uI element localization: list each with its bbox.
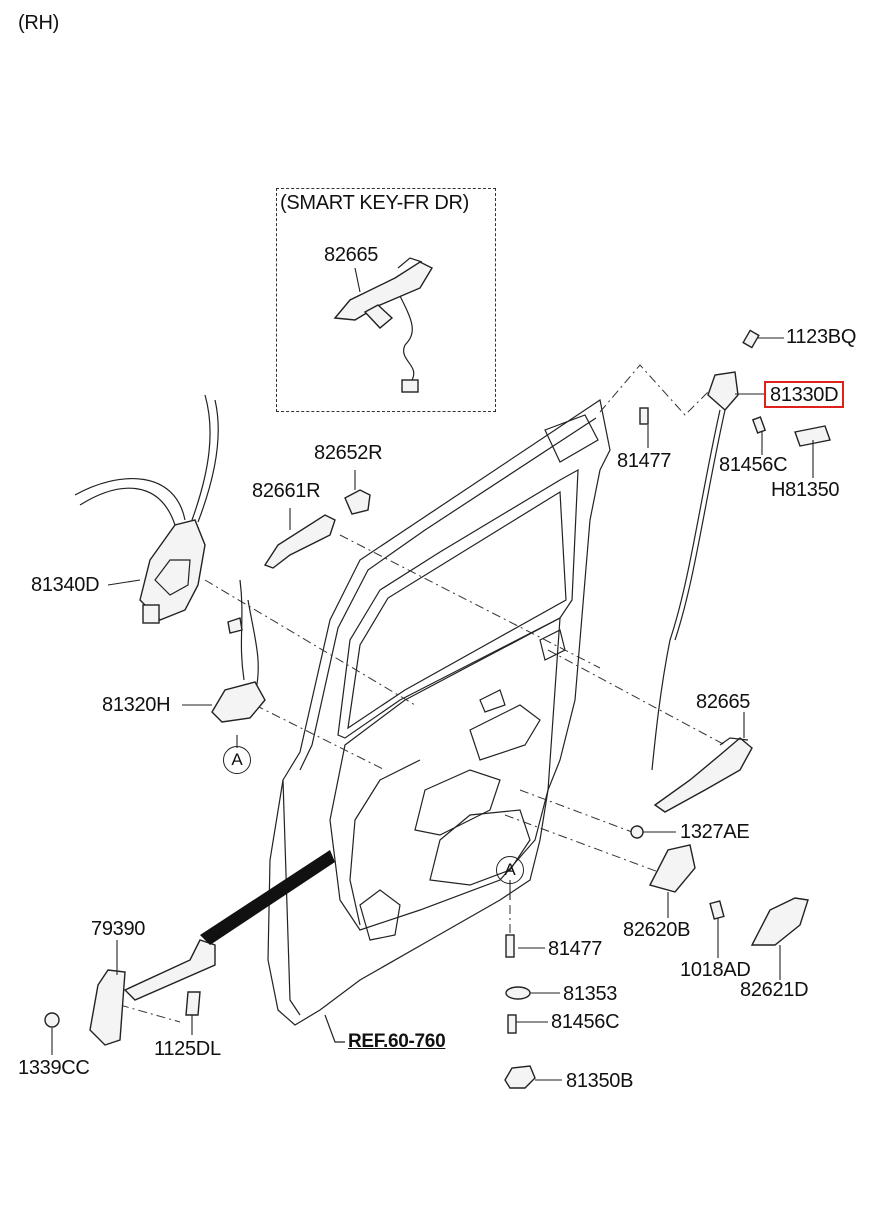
callout-82621D[interactable]: 82621D xyxy=(740,979,809,1001)
side-label: (RH) xyxy=(18,12,60,34)
striker-part xyxy=(504,407,767,1089)
callout-79390[interactable]: 79390 xyxy=(91,918,146,940)
callout-1123BQ[interactable]: 1123BQ xyxy=(786,326,857,348)
callout-81340D[interactable]: 81340D xyxy=(31,574,100,596)
door-lock-actuator-part xyxy=(74,394,219,624)
smart-key-handle-part xyxy=(333,257,433,393)
right-handle-part xyxy=(653,737,753,813)
assembly-lines xyxy=(119,364,726,1023)
door-panel xyxy=(267,399,611,1026)
callout-81350B[interactable]: 81350B xyxy=(566,1070,634,1092)
callout-1018AD[interactable]: 1018AD xyxy=(680,959,751,981)
callout-81330D-highlighted[interactable]: 81330D xyxy=(764,381,845,408)
marker-a-bottom: A xyxy=(496,856,524,884)
callout-inset-82665[interactable]: 82665 xyxy=(324,244,379,266)
callout-82652R[interactable]: 82652R xyxy=(314,442,383,464)
callout-81320H[interactable]: 81320H xyxy=(102,694,171,716)
latch-part xyxy=(651,329,831,771)
callout-81477-bottom[interactable]: 81477 xyxy=(548,938,603,960)
callout-82620B[interactable]: 82620B xyxy=(623,919,691,941)
reference-link[interactable]: REF.60-760 xyxy=(348,1031,446,1052)
callout-82661R[interactable]: 82661R xyxy=(252,480,321,502)
smart-key-inset-box xyxy=(276,188,496,412)
inside-handle-bracket-part xyxy=(648,844,696,893)
handle-cover-part xyxy=(750,897,809,946)
door-checker-part xyxy=(44,939,216,1046)
outside-handle-part xyxy=(263,489,371,569)
callout-82665[interactable]: 82665 xyxy=(696,691,751,713)
callout-81353[interactable]: 81353 xyxy=(563,983,618,1005)
inner-handle-cable-part xyxy=(211,579,266,723)
wedge-leader xyxy=(200,850,335,945)
inset-title: (SMART KEY-FR DR) xyxy=(280,192,470,214)
callout-1327AE[interactable]: 1327AE xyxy=(680,821,750,843)
marker-a-left: A xyxy=(223,746,251,774)
callout-H81350[interactable]: H81350 xyxy=(771,479,840,501)
callout-81477-top[interactable]: 81477 xyxy=(617,450,672,472)
callout-1339CC[interactable]: 1339CC xyxy=(18,1057,90,1079)
callout-81456C-top[interactable]: 81456C xyxy=(719,454,788,476)
callout-1125DL[interactable]: 1125DL xyxy=(154,1038,221,1060)
callout-81456C-bottom[interactable]: 81456C xyxy=(551,1011,620,1033)
